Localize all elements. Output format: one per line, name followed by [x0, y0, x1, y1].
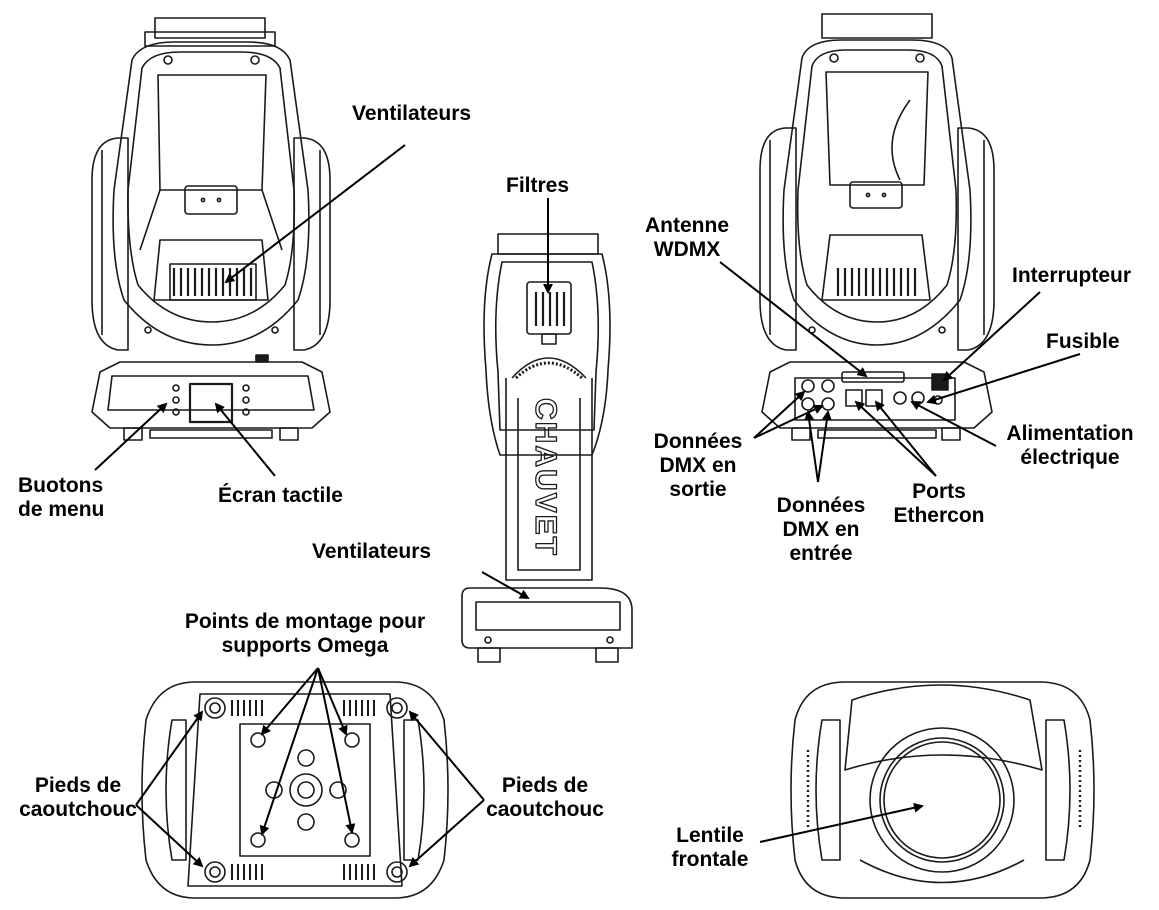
leader-omega-3	[259, 667, 319, 836]
label-rubber-feet-right: Pieds de caoutchouc	[486, 774, 604, 821]
label-ethercon: Ports Ethercon	[893, 480, 985, 527]
label-fans-top: Ventilateurs	[352, 102, 472, 125]
leader-menu-buttons	[94, 402, 168, 471]
rear-view-fixture	[759, 13, 995, 441]
label-front-lens: Lentile frontale	[671, 824, 749, 871]
leader-touch-screen	[214, 402, 276, 477]
leader-dmx-out-1	[753, 390, 806, 439]
bottom-view-fixture	[141, 681, 449, 899]
leader-feet-left-2	[135, 804, 204, 868]
label-touch-screen: Écran tactile	[218, 484, 343, 507]
label-omega-points: Points de montage pour supports Omega	[184, 610, 426, 657]
leader-feet-right-1	[408, 710, 485, 801]
leader-lens	[759, 802, 924, 843]
leader-feet-right-2	[408, 799, 485, 868]
lens-view-fixture	[790, 681, 1095, 899]
label-power: Alimentation électrique	[1006, 422, 1134, 469]
leader-omega-4	[317, 667, 356, 834]
leader-dmx-in-1	[804, 410, 819, 483]
leader-fans-top	[224, 144, 406, 284]
label-fans-bottom: Ventilateurs	[312, 540, 432, 563]
leader-switch	[942, 291, 1041, 382]
leader-fans-bottom	[481, 571, 530, 599]
label-dmx-in: Données DMX en entrée	[776, 494, 866, 565]
label-menu-buttons: Buotons de menu	[18, 474, 105, 521]
label-wdmx-antenna: Antenne WDMX	[645, 214, 729, 261]
brand-logo: CHAUVET	[529, 398, 562, 557]
label-dmx-out: Données DMX en sortie	[653, 430, 743, 501]
leader-fuse	[926, 353, 1081, 405]
front-view-fixture	[91, 17, 331, 441]
leader-feet-left-1	[135, 710, 204, 806]
side-view-fixture	[461, 233, 633, 663]
label-filters: Filtres	[506, 174, 570, 197]
leader-dmx-in-2	[817, 410, 832, 483]
leader-power	[910, 401, 997, 447]
leader-antenna	[719, 261, 868, 378]
label-switch: Interrupteur	[1012, 264, 1132, 287]
leader-omega-2	[317, 667, 348, 736]
leader-omega-1	[260, 667, 319, 736]
label-fuse: Fusible	[1046, 330, 1120, 353]
label-rubber-feet-left: Pieds de caoutchouc	[19, 774, 137, 821]
leader-ethercon-1	[854, 400, 937, 477]
leader-ethercon-2	[874, 400, 937, 477]
